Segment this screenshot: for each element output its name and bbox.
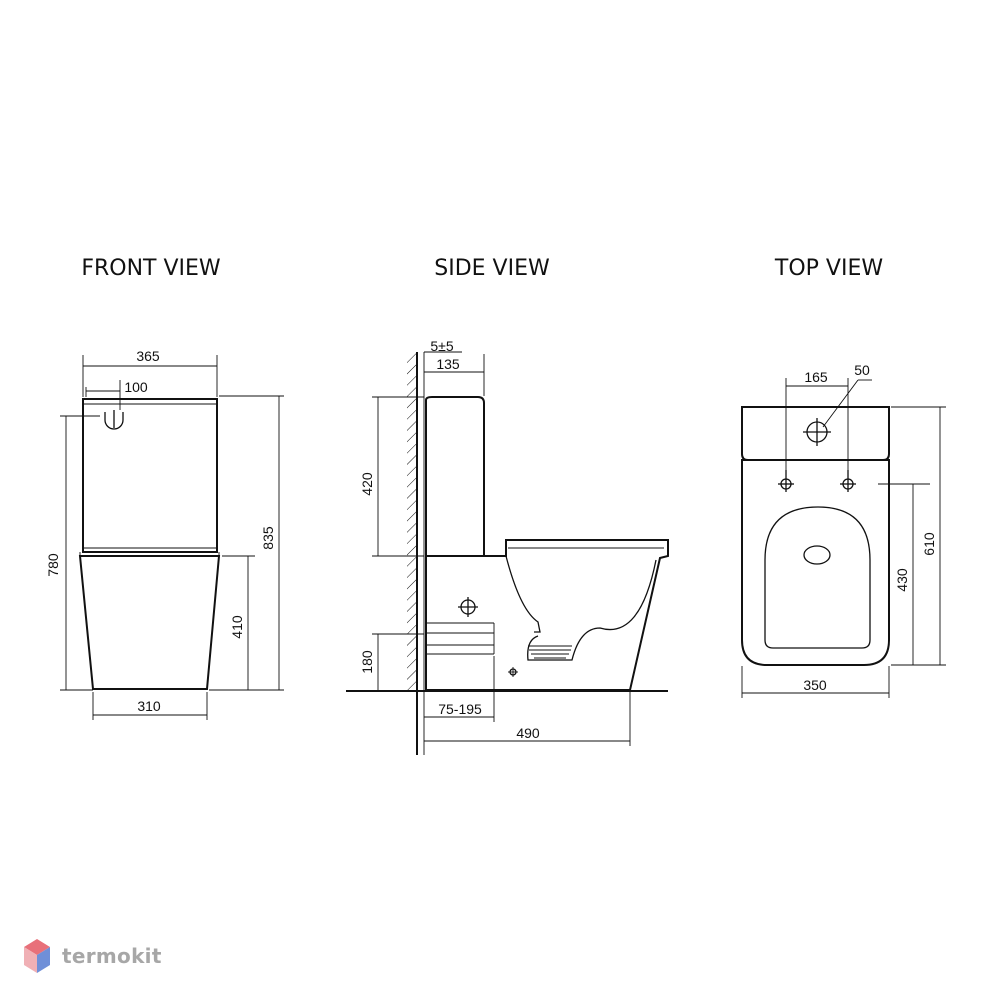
dim-hole-diameter: 50 [854, 362, 870, 378]
wall-hatch [407, 352, 417, 690]
dim-tank-height: 420 [359, 472, 375, 496]
dim-height-total: 835 [260, 526, 276, 550]
side-tank [425, 396, 485, 557]
top-bowl-inner [764, 506, 871, 649]
front-view: 365 100 835 780 410 310 [45, 348, 284, 720]
top-bowl-outer [741, 459, 890, 666]
brand-name: termokit [62, 944, 162, 968]
dim-base-width: 310 [137, 698, 161, 714]
dim-bowl-depth: 430 [894, 568, 910, 592]
dim-wall-gap: 5±5 [430, 338, 453, 354]
side-view: 5±5 135 420 180 75-195 490 [346, 338, 669, 755]
dim-offset: 135 [436, 356, 460, 372]
dim-button: 100 [124, 379, 148, 395]
front-view-title: FRONT VIEW [81, 256, 221, 281]
dim-outlet-height: 180 [359, 650, 375, 674]
front-tank [82, 398, 218, 553]
brand-watermark: termokit [22, 936, 162, 976]
dim-outlet-range: 75-195 [438, 701, 482, 717]
top-view-title: TOP VIEW [774, 256, 883, 281]
dim-width: 350 [803, 677, 827, 693]
top-tank [741, 406, 890, 461]
flush-button-icon [104, 412, 124, 430]
dim-width-top: 365 [136, 348, 160, 364]
water-spot [803, 545, 831, 565]
dim-height-seat: 780 [45, 553, 61, 577]
side-bowl [425, 539, 669, 691]
dim-bowl-height: 410 [229, 615, 245, 639]
dim-hole-spacing: 165 [804, 369, 828, 385]
front-bowl [78, 555, 221, 690]
dim-total-depth: 610 [921, 532, 937, 556]
side-view-title: SIDE VIEW [434, 256, 550, 281]
dim-depth: 490 [516, 725, 540, 741]
brand-logo-icon [24, 939, 50, 973]
top-view: 165 50 610 430 350 [741, 362, 946, 698]
trap-water-lines [528, 645, 572, 659]
